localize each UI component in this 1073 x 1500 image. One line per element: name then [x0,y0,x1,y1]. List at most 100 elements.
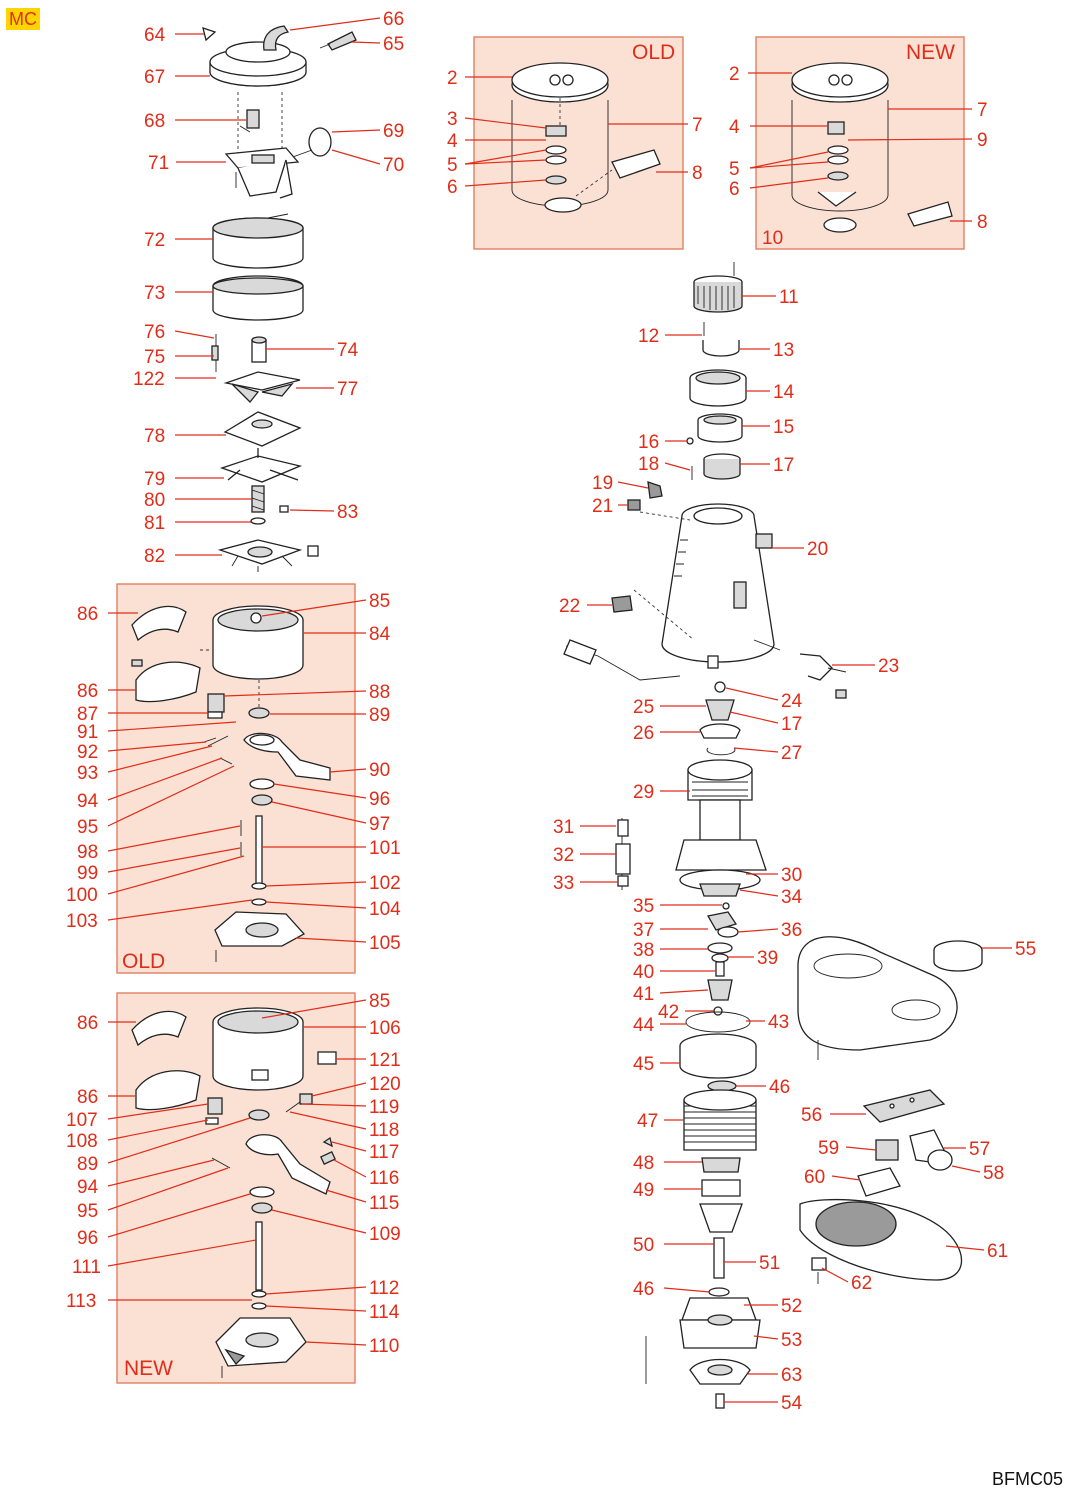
callout: 109 [369,1224,401,1245]
callout: 100 [66,885,98,906]
callout: 121 [369,1050,401,1071]
callout: 85 [369,591,390,612]
carbon-brush-holders [615,818,631,890]
callout: 103 [66,911,98,932]
callout: 54 [781,1393,803,1414]
callout: 30 [781,865,802,886]
callout: 77 [337,379,358,400]
callout: 31 [553,817,574,838]
callout: 12 [638,326,659,347]
callout: 8 [977,212,988,233]
callout: 2 [447,68,458,89]
callout: 112 [369,1278,399,1299]
callout: 24 [781,691,803,712]
callout: 7 [692,115,703,136]
callout: 75 [144,347,165,368]
motor-stator-rotor [683,1080,757,1297]
callout: 90 [369,760,390,781]
motor-upper-assembly [675,681,767,897]
callout: 58 [983,1163,1004,1184]
callout: 98 [77,842,98,863]
callout: 115 [369,1193,399,1214]
callout: 110 [369,1336,399,1357]
callout: 92 [77,742,98,763]
callout: 6 [447,177,458,198]
callout: 10 [762,228,783,249]
callout: 32 [553,845,574,866]
callout: 34 [781,887,803,908]
callout: 11 [779,287,799,308]
callout: 56 [801,1105,822,1126]
hopper-tub-old [511,62,661,213]
callout: 27 [781,743,802,764]
callout: 47 [637,1111,658,1132]
bottom-cover-plate [799,1198,963,1284]
old-lever-assembly [203,680,331,806]
callout: 91 [77,722,98,743]
hopper-ring-and-collar [212,213,304,321]
motor-gear-stack [679,902,757,1079]
callout: 96 [77,1228,98,1249]
callout: 17 [781,714,802,735]
drawing-code: BFMC05 [991,1469,1063,1489]
callout: 74 [337,340,359,361]
feeder-assembly [211,334,319,572]
callout: 45 [633,1054,654,1075]
callout: 86 [77,1087,98,1108]
panel-left-old-label: OLD [122,950,165,973]
new-lever-assembly [205,1093,336,1214]
callout: 114 [369,1302,400,1323]
callout: 16 [638,432,659,453]
callout: 13 [773,340,794,361]
callout: 94 [77,1177,99,1198]
callout: 73 [144,283,165,304]
hopper-tub-new [791,62,953,233]
callout: 25 [633,697,654,718]
callout: 70 [383,155,404,176]
callout: 38 [633,940,654,961]
callout: 50 [633,1235,654,1256]
callout: 83 [337,502,358,523]
callout: 111 [72,1257,101,1278]
callout: 15 [773,417,794,438]
callout: 48 [633,1153,654,1174]
callout: 93 [77,763,98,784]
callout: 62 [851,1273,872,1294]
callout: 122 [133,369,165,390]
callout: 76 [144,322,165,343]
callout: 86 [77,1013,98,1034]
panel-left-new-label: NEW [124,1357,173,1380]
callout: 46 [769,1077,790,1098]
callout: 7 [977,100,988,121]
callout: 46 [633,1279,654,1300]
callout: 68 [144,111,165,132]
callout: 6 [729,179,740,200]
new-dosing-chamber [131,1007,337,1111]
base-housing [797,936,983,1060]
callout: 23 [878,656,899,677]
leader-lines [107,17,1012,1403]
callout: 63 [781,1365,802,1386]
grinder-housing [563,503,847,699]
callout: 9 [977,130,988,151]
callout: 33 [553,873,574,894]
panel-top-new-label: NEW [906,41,955,64]
callout: 39 [757,948,778,969]
callout: 8 [692,163,703,184]
callout: 105 [369,933,401,954]
callout: 44 [633,1015,655,1036]
callout: 4 [447,131,458,152]
callout: 51 [759,1253,780,1274]
burr-adjust-assembly [627,262,747,511]
callout: 72 [144,230,165,251]
hopper-lid-assembly [202,25,357,87]
callout: 69 [383,121,404,142]
callout: 86 [77,681,98,702]
callout: 49 [633,1180,654,1201]
callout: 36 [781,920,802,941]
callout: 59 [818,1138,839,1159]
callout: 101 [369,838,401,859]
callout: 116 [369,1168,399,1189]
callout: 82 [144,546,165,567]
callout: 99 [77,863,98,884]
